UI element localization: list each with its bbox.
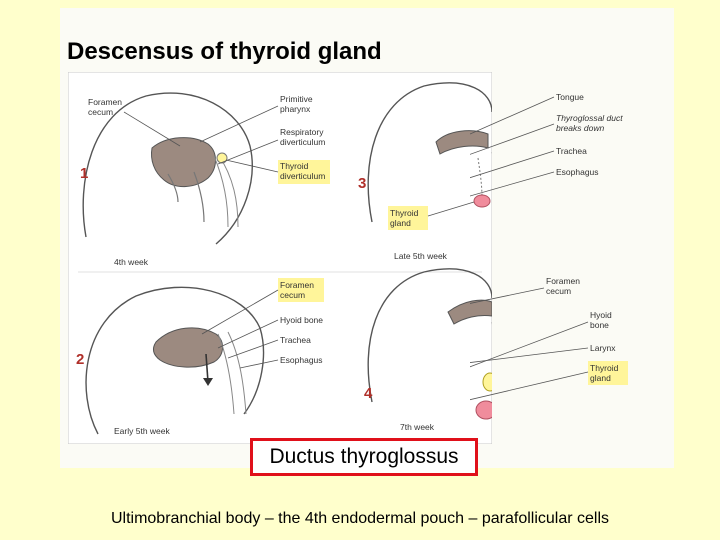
panel-1: 1 Foramen cecum Primitive pharynx Respir… (80, 92, 330, 267)
thyroid-gland (473, 194, 491, 208)
panel-4-labels: Foramen cecum Hyoid bone Larynx Thyroid … (470, 276, 628, 401)
label-thyroglossal-duct: Thyroglossal duct (556, 113, 623, 123)
thyroid-diverticulum (216, 152, 228, 164)
foregut-tube (167, 171, 205, 223)
label-cecum: cecum (88, 107, 113, 117)
embryo-outline (82, 92, 253, 245)
tongue-tissue (447, 299, 492, 325)
label-pharynx: pharynx (280, 104, 311, 114)
slide-caption: Ultimobranchial body – the 4th endoderma… (110, 510, 610, 527)
label-thyroid: Thyroid (390, 208, 419, 218)
leader-lines (470, 287, 589, 401)
highlight-thyroid-diverticulum (278, 160, 330, 184)
leader-lines (470, 96, 555, 197)
esophagus-tube (217, 331, 247, 415)
leader-lines (427, 201, 475, 217)
label-respiratory: Respiratory (280, 127, 324, 137)
highlight-foramen-cecum (278, 278, 324, 302)
label-thyroid: Thyroid (280, 161, 309, 171)
label-thyroid: Thyroid (590, 363, 619, 373)
stage-label: Early 5th week (114, 426, 170, 436)
label-gland: gland (390, 218, 411, 228)
stage-label: 7th week (400, 422, 435, 432)
stage-number: 1 (80, 165, 88, 182)
descent-arrow (205, 353, 209, 383)
leader-lines (201, 289, 279, 369)
slide-title: Descensus of thyroid gland (67, 38, 382, 65)
embryo-outline (367, 268, 492, 403)
stage-number: 3 (358, 175, 366, 192)
stage-number: 4 (364, 385, 373, 402)
label-breaks-down: breaks down (556, 123, 604, 133)
label-esophagus: Esophagus (556, 167, 599, 177)
label-cecum: cecum (546, 286, 571, 296)
label-larynx: Larynx (590, 343, 616, 353)
label-trachea: Trachea (280, 335, 311, 345)
leader-lines (123, 105, 279, 173)
highlight-thyroid-gland (588, 361, 628, 385)
label-primitive: Primitive (280, 94, 313, 104)
highlight-thyroid-gland (388, 206, 428, 230)
pharynx-tissue (152, 327, 223, 368)
label-thyroid-diverticulum: diverticulum (280, 171, 325, 181)
label-hyoid-bone: Hyoid bone (280, 315, 323, 325)
stage-label: 4th week (114, 257, 149, 267)
descent-arrow-head (203, 378, 213, 386)
panel-3: 3 Thyroid gland Late 5th week (358, 82, 492, 261)
label-tongue: Tongue (556, 92, 584, 102)
stage-number: 2 (76, 351, 84, 368)
label-trachea: Trachea (556, 146, 587, 156)
embryo-outline (85, 286, 265, 435)
label-hyoid: Hyoid (590, 310, 612, 320)
thyroid-gland (475, 400, 492, 420)
label-foramen: Foramen (88, 97, 122, 107)
label-esophagus: Esophagus (280, 355, 323, 365)
ductus-thyroglossus-callout: Ductus thyroglossus (250, 438, 478, 476)
label-gland: gland (590, 373, 611, 383)
embryo-diagram: 1 Foramen cecum Primitive pharynx Respir… (68, 72, 492, 444)
diagram-right-labels: Tongue Thyroglossal duct breaks down Tra… (470, 92, 628, 401)
label-diverticulum: diverticulum (280, 137, 325, 147)
label-cecum: cecum (280, 290, 305, 300)
stage-label: Late 5th week (394, 251, 448, 261)
hyoid-bone (482, 372, 492, 392)
panel-2: 2 Foramen cecum Hyoid bone Trachea Esoph… (76, 278, 324, 436)
panel-4: 4 7th week (364, 268, 492, 432)
embryo-outline (367, 82, 492, 223)
label-foramen: Foramen (280, 280, 314, 290)
label-bone: bone (590, 320, 609, 330)
diagram-frame (68, 72, 492, 444)
panel-3-labels: Tongue Thyroglossal duct breaks down Tra… (470, 92, 623, 197)
label-foramen: Foramen (546, 276, 580, 286)
